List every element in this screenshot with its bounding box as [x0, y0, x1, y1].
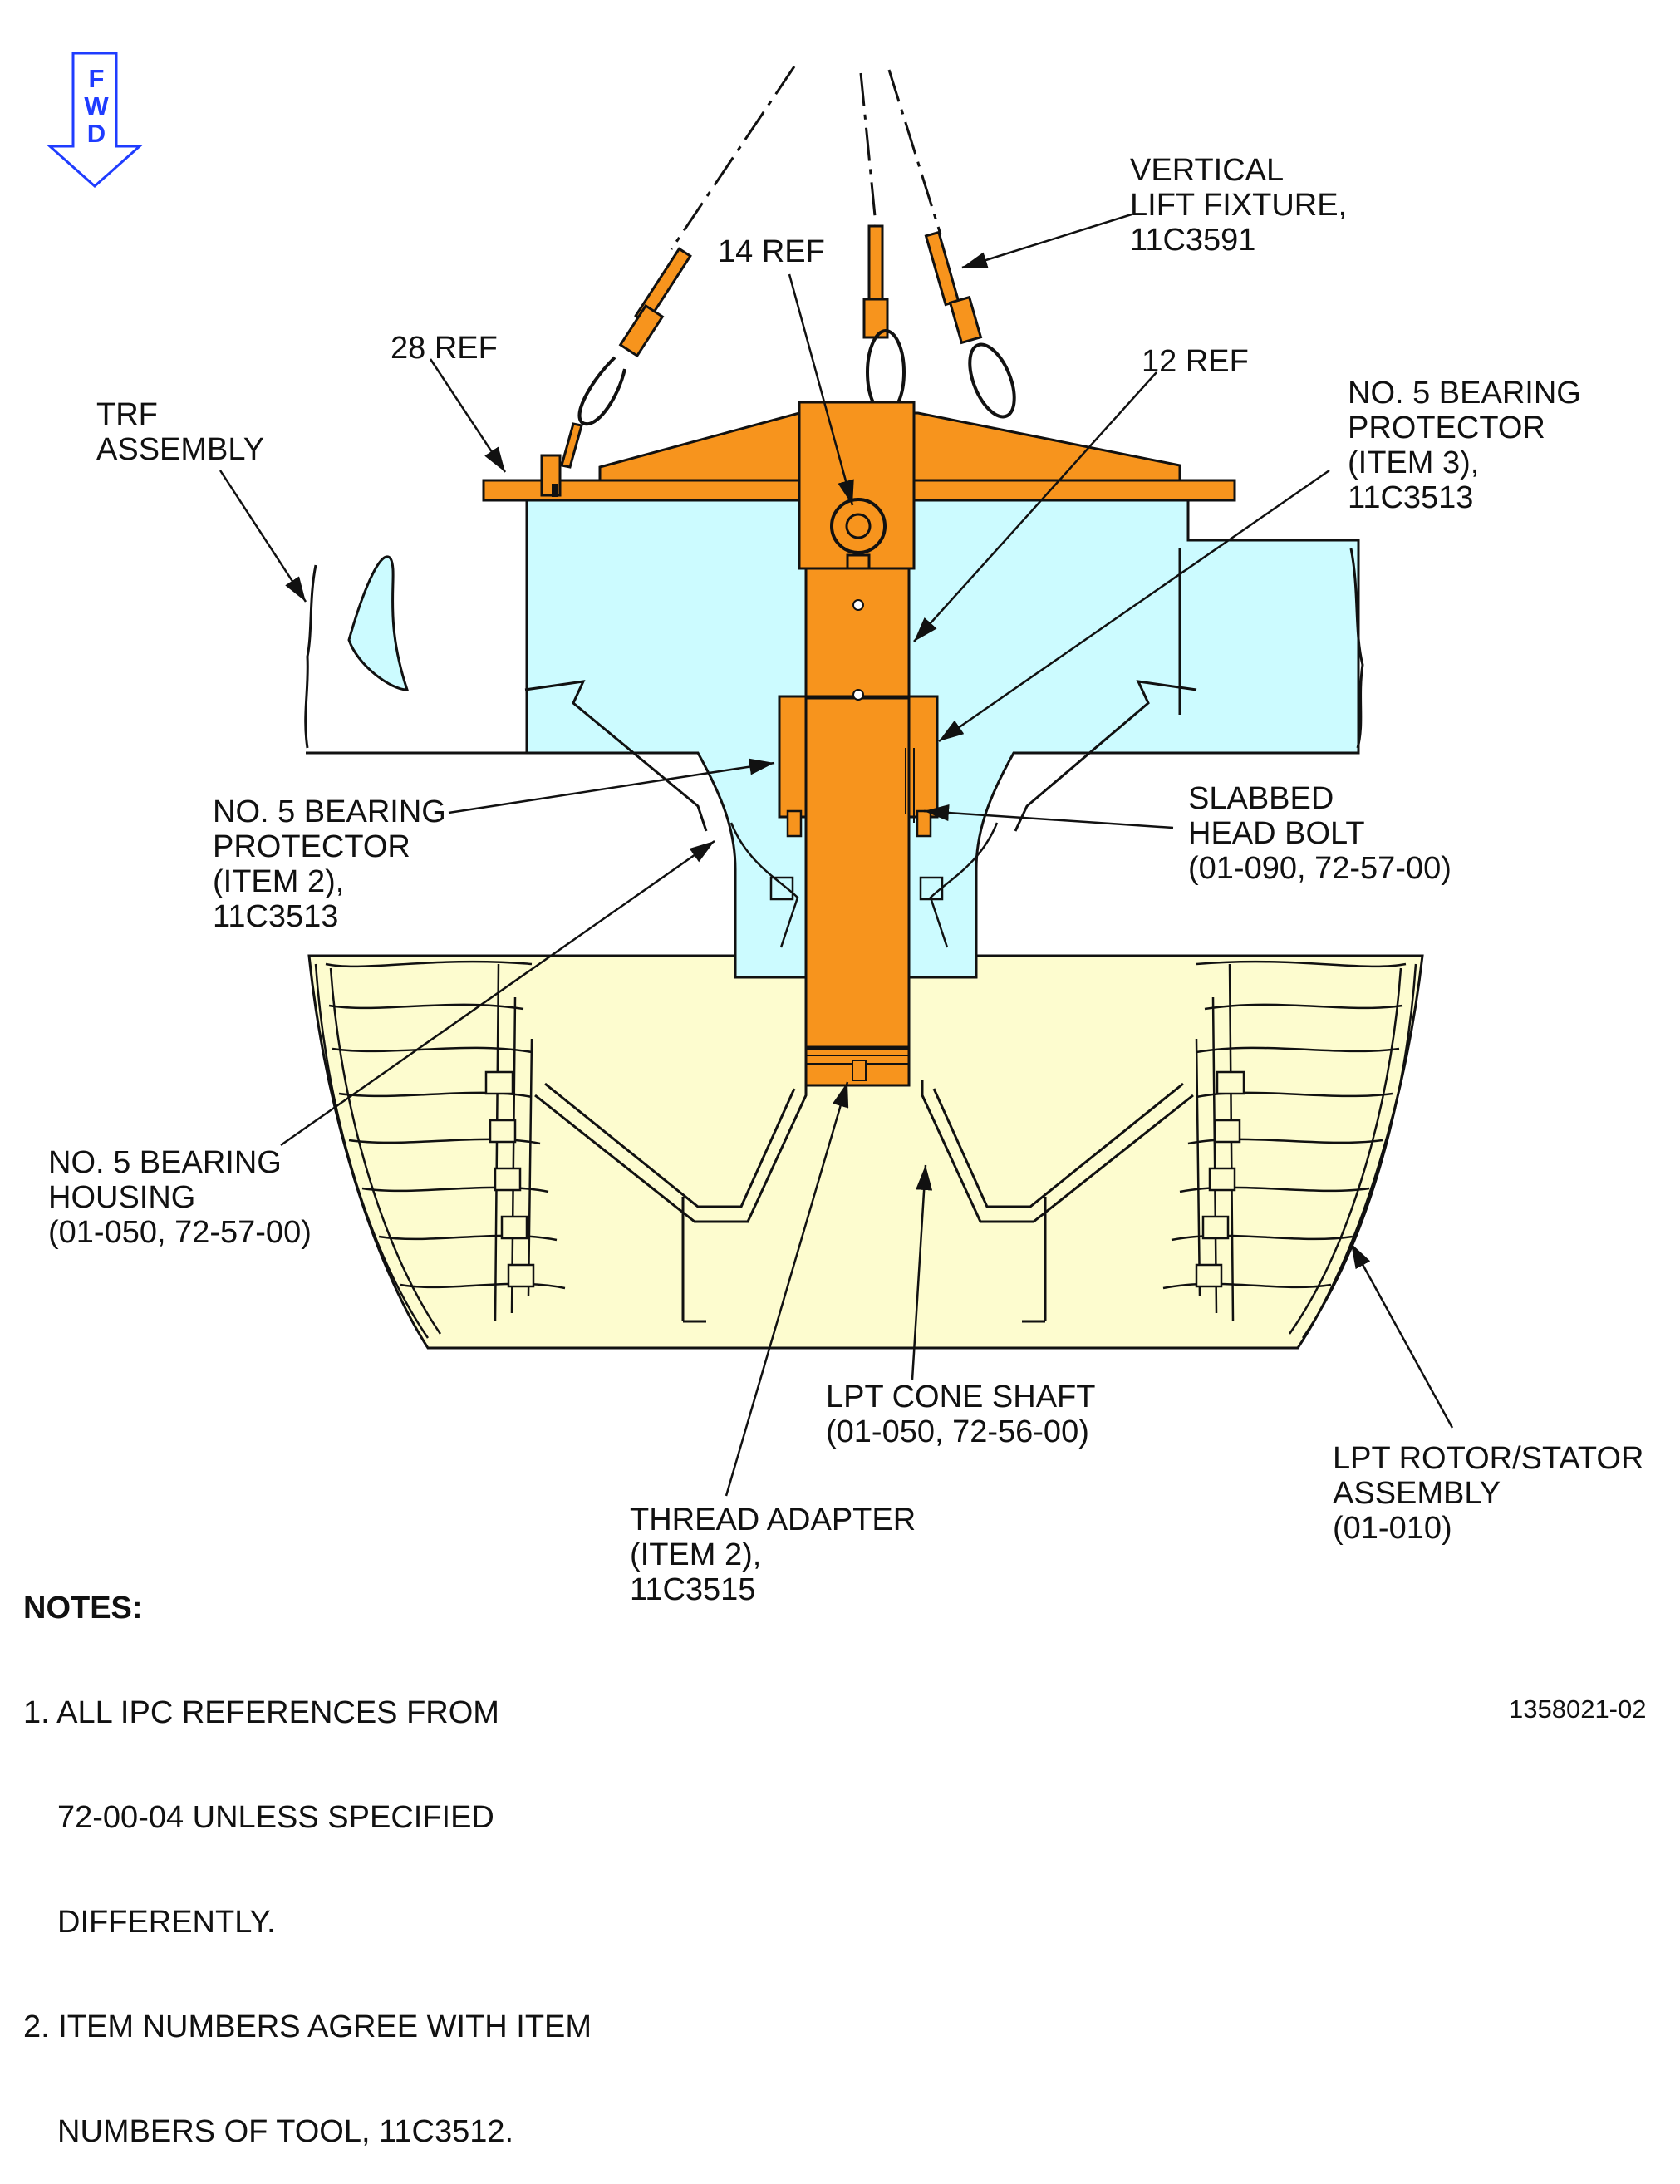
label-bearing-housing: NO. 5 BEARING HOUSING (01-050, 72-57-00): [48, 1145, 312, 1250]
fwd-letter: F: [88, 64, 105, 93]
diagram-svg: [47, 52, 1454, 1497]
leader-bearing-protector-item2: [448, 758, 775, 814]
label-slabbed-head-bolt: SLABBED HEAD BOLT (01-090, 72-57-00): [1188, 781, 1452, 886]
leader-12-ref: [913, 371, 1157, 642]
label-lpt-cone-shaft: LPT CONE SHAFT (01-050, 72-56-00): [826, 1380, 1096, 1449]
fwd-letter: D: [86, 119, 106, 148]
leader-thread-adapter: [725, 1081, 849, 1497]
leader-trf-assembly: [219, 470, 307, 603]
note-1-line-1: 1. ALL IPC REFERENCES FROM: [23, 1695, 499, 1730]
notes-title: NOTES:: [23, 1591, 143, 1626]
label-14-ref: 14 REF: [718, 234, 825, 269]
leader-28-ref: [429, 358, 507, 473]
label-bearing-protector-item3: NO. 5 BEARING PROTECTOR (ITEM 3), 11C351…: [1348, 376, 1581, 515]
note-1-line-3: DIFFERENTLY.: [57, 1905, 276, 1940]
label-vertical-lift-fixture: VERTICAL LIFT FIXTURE, 11C3591: [1130, 153, 1348, 258]
leader-bearing-protector-item3: [938, 469, 1330, 743]
vertical-lift-fixture: [482, 66, 1236, 1087]
label-28-ref: 28 REF: [391, 331, 498, 366]
notes-block: NOTES: 1. ALL IPC REFERENCES FROM 72-00-…: [23, 1521, 592, 2184]
note-1-line-2: 72-00-04 UNLESS SPECIFIED: [57, 1800, 494, 1835]
leader-14-ref: [788, 273, 854, 506]
leader-slabbed-head-bolt: [923, 804, 1174, 829]
fwd-letter: W: [84, 91, 109, 121]
leader-lpt-cone-shaft: [911, 1164, 933, 1380]
label-trf-assembly: TRF ASSEMBLY: [96, 397, 265, 467]
lpt-rotor-stator-assembly: [307, 954, 1424, 1350]
leader-lpt-rotor-stator: [1349, 1242, 1454, 1429]
note-2-line-2: NUMBERS OF TOOL, 11C3512.: [57, 2114, 514, 2149]
diagram-stage: [47, 52, 1454, 1497]
leader-vertical-lift-fixture: [961, 213, 1132, 269]
label-lpt-rotor-stator: LPT ROTOR/STATOR ASSEMBLY (01-010): [1333, 1441, 1644, 1546]
note-2-line-1: 2. ITEM NUMBERS AGREE WITH ITEM: [23, 2009, 592, 2044]
label-bearing-protector-item2: NO. 5 BEARING PROTECTOR (ITEM 2), 11C351…: [213, 794, 446, 934]
label-12-ref: 12 REF: [1142, 344, 1249, 379]
figure-number: 1358021-02: [1509, 1695, 1647, 1724]
label-thread-adapter: THREAD ADAPTER (ITEM 2), 11C3515: [630, 1503, 916, 1607]
leader-bearing-housing: [280, 839, 715, 1147]
leader-lines: [219, 213, 1454, 1497]
fwd-arrow-icon: [47, 52, 143, 189]
fwd-indicator: F W D: [80, 65, 113, 147]
